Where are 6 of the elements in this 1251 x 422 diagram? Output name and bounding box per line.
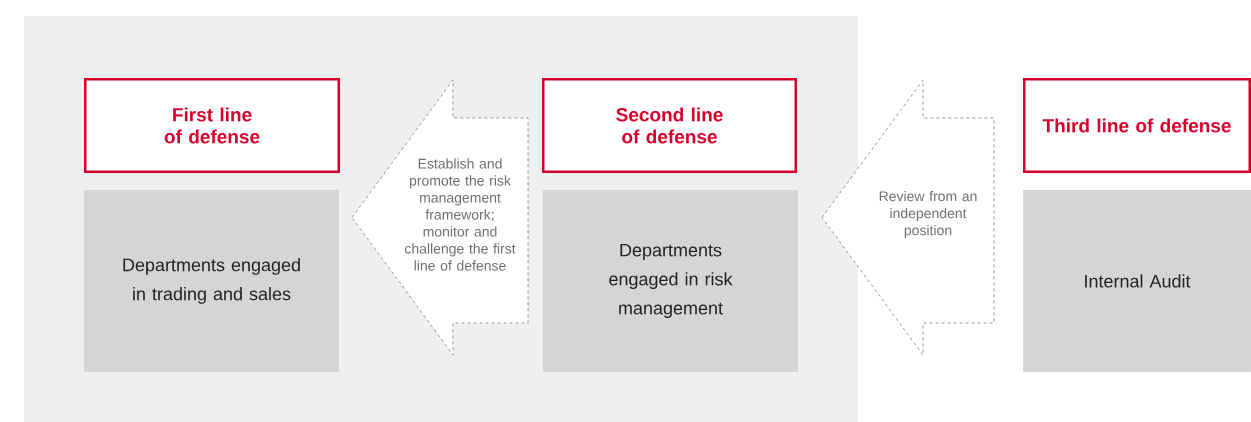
heading-box: First line of defense: [84, 78, 340, 173]
department-box: Departments engaged in trading and sales: [84, 190, 339, 372]
heading-box: Third line of defense: [1023, 78, 1251, 173]
department-box: Internal Audit: [1023, 190, 1251, 372]
heading-box: Second line of defense: [542, 78, 797, 173]
department-box: Departments engaged in risk management: [543, 190, 798, 372]
